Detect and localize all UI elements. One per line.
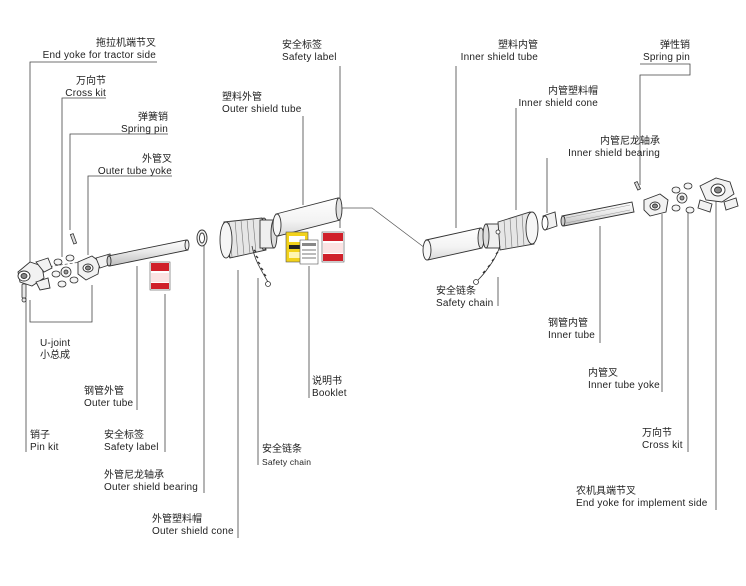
- inner-tube-cn: 钢管内管: [548, 318, 588, 329]
- outer-shield-cone-en: Outer shield cone: [152, 526, 234, 537]
- end-yoke-implement-cn: 农机具端节叉: [576, 486, 636, 497]
- outer-shield-bearing-en: Outer shield bearing: [104, 482, 199, 493]
- inner-shield-cone-cn: 内管塑料帽: [548, 86, 598, 97]
- safety-chain-left-part: [251, 245, 271, 287]
- outer-shield-cone-part: [219, 217, 278, 259]
- callout-outer-tube: 钢管外管 Outer tube: [84, 386, 133, 410]
- outer-shield-bearing-part: [196, 229, 208, 247]
- leader-spring-pin-right: [639, 63, 691, 185]
- outer-shield-tube-en: Outer shield tube: [222, 104, 302, 115]
- cross-kit-left-part: [51, 254, 79, 288]
- end-yoke-implement-part: [697, 177, 739, 213]
- callout-booklet: 说明书 Booklet: [312, 376, 347, 400]
- callout-end-yoke-implement: 农机具端节叉 End yoke for implement side: [576, 486, 708, 510]
- pin-kit-cn: 销子: [30, 430, 50, 441]
- inner-shield-cone-part: [482, 211, 539, 251]
- cross-kit-right-part: [671, 182, 695, 214]
- safety-label-top-cn: 安全标签: [282, 40, 322, 51]
- outer-tube-cn: 钢管外管: [84, 386, 124, 397]
- leader-cross-kit-left: [61, 97, 106, 257]
- end-yoke-tractor-en: End yoke for tractor side: [42, 50, 156, 61]
- end-yoke-tractor-cn: 拖拉机端节叉: [96, 38, 156, 49]
- outer-shield-tube-cn: 塑料外管: [222, 92, 262, 103]
- inner-tube-yoke-cn: 内管叉: [588, 368, 618, 379]
- u-joint-en: U-joint: [40, 338, 71, 349]
- pin-kit-part: [21, 283, 27, 303]
- spring-pin-right-cn: 弹性销: [660, 40, 690, 51]
- spring-pin-right-en: Spring pin: [642, 52, 690, 63]
- pin-kit-en: Pin kit: [30, 442, 59, 453]
- callout-inner-tube: 钢管内管 Inner tube: [548, 318, 595, 342]
- callout-safety-label-bottom: 安全标签 Safety label: [104, 430, 159, 454]
- inner-shield-bearing-part: [541, 211, 558, 231]
- booklet-part: [299, 239, 319, 265]
- inner-shield-bearing-cn: 内管尼龙轴承: [600, 136, 660, 147]
- outer-tube-yoke-en: Outer tube yoke: [97, 166, 172, 177]
- cross-kit-right-cn: 万向节: [642, 428, 672, 439]
- safety-label-top-en: Safety label: [282, 52, 337, 63]
- callout-cross-kit-left: 万向节 Cross kit: [40, 76, 106, 100]
- callout-outer-shield-bearing: 外管尼龙轴承 Outer shield bearing: [104, 470, 198, 494]
- spring-pin-left-en: Spring pin: [120, 124, 168, 135]
- leader-lines: [25, 61, 717, 538]
- safety-label-bottom-cn: 安全标签: [104, 430, 144, 441]
- leader-u-joint: [29, 285, 93, 323]
- spring-pin-right-part: [633, 180, 642, 191]
- callout-safety-chain-right: 安全链条 Safety chain: [436, 286, 493, 310]
- inner-tube-yoke-part: [643, 193, 669, 217]
- inner-tube-part: [560, 201, 635, 227]
- safety-chain-right-cn: 安全链条: [436, 286, 476, 297]
- callout-inner-shield-bearing: 内管尼龙轴承 Inner shield bearing: [546, 136, 660, 160]
- inner-shield-bearing-en: Inner shield bearing: [568, 148, 660, 159]
- u-joint-cn: 小总成: [40, 350, 70, 361]
- outer-tube-en: Outer tube: [84, 398, 134, 409]
- inner-tube-en: Inner tube: [548, 330, 596, 341]
- callout-inner-shield-tube: 塑料内管 Inner shield tube: [456, 40, 538, 64]
- callout-spring-pin-left: 弹簧销 Spring pin: [100, 112, 168, 136]
- inner-tube-yoke-en: Inner tube yoke: [588, 380, 660, 391]
- safety-label-bottom-part: [149, 261, 171, 291]
- end-yoke-implement-en: End yoke for implement side: [576, 498, 708, 509]
- cross-kit-left-en: Cross kit: [65, 88, 106, 99]
- callout-outer-shield-tube: 塑料外管 Outer shield tube: [222, 92, 302, 116]
- callout-safety-chain-left: 安全链条 Safety chain: [262, 444, 311, 468]
- spring-pin-left-cn: 弹簧销: [138, 112, 168, 123]
- callout-outer-tube-yoke: 外管叉 Outer tube yoke: [90, 154, 172, 178]
- booklet-cn: 说明书: [312, 376, 342, 387]
- safety-label-bottom-en: Safety label: [104, 442, 159, 453]
- inner-shield-cone-en: Inner shield cone: [518, 98, 598, 109]
- callout-end-yoke-tractor: 拖拉机端节叉 End yoke for tractor side: [36, 38, 156, 62]
- leader-spring-pin-left: [69, 133, 168, 230]
- callout-spring-pin-right: 弹性销 Spring pin: [640, 40, 690, 64]
- cross-kit-right-en: Cross kit: [642, 440, 683, 451]
- safety-chain-left-en: Safety chain: [262, 457, 312, 467]
- callout-u-joint: U-joint 小总成: [40, 338, 70, 362]
- outer-tube-yoke-cn: 外管叉: [142, 154, 172, 165]
- leader-outer-tube-yoke: [87, 175, 172, 255]
- safety-chain-left-cn: 安全链条: [262, 444, 302, 455]
- outer-shield-bearing-cn: 外管尼龙轴承: [104, 470, 164, 481]
- inner-shield-tube-en: Inner shield tube: [460, 52, 538, 63]
- inner-shield-tube-cn: 塑料内管: [498, 40, 538, 51]
- outer-shield-cone-cn: 外管塑料帽: [152, 514, 202, 525]
- callout-safety-label-top: 安全标签 Safety label: [282, 40, 337, 64]
- spring-pin-left-part: [69, 233, 78, 245]
- outer-shield-tube-part: [272, 197, 343, 237]
- safety-chain-right-part: [473, 229, 501, 285]
- booklet-en: Booklet: [312, 388, 347, 399]
- callout-cross-kit-right: 万向节 Cross kit: [642, 428, 683, 452]
- safety-chain-right-en: Safety chain: [436, 298, 494, 309]
- callout-pin-kit: 销子 Pin kit: [30, 430, 59, 454]
- outer-tube-part: [106, 239, 190, 267]
- callout-inner-shield-cone: 内管塑料帽 Inner shield cone: [516, 86, 598, 110]
- callout-inner-tube-yoke: 内管叉 Inner tube yoke: [588, 368, 660, 392]
- cross-kit-left-cn: 万向节: [76, 76, 106, 87]
- inner-shield-tube-part: [422, 227, 485, 261]
- end-yoke-tractor-part: [17, 257, 53, 291]
- leader-end-yoke-tractor: [29, 61, 157, 262]
- callout-outer-shield-cone: 外管塑料帽 Outer shield cone: [152, 514, 234, 538]
